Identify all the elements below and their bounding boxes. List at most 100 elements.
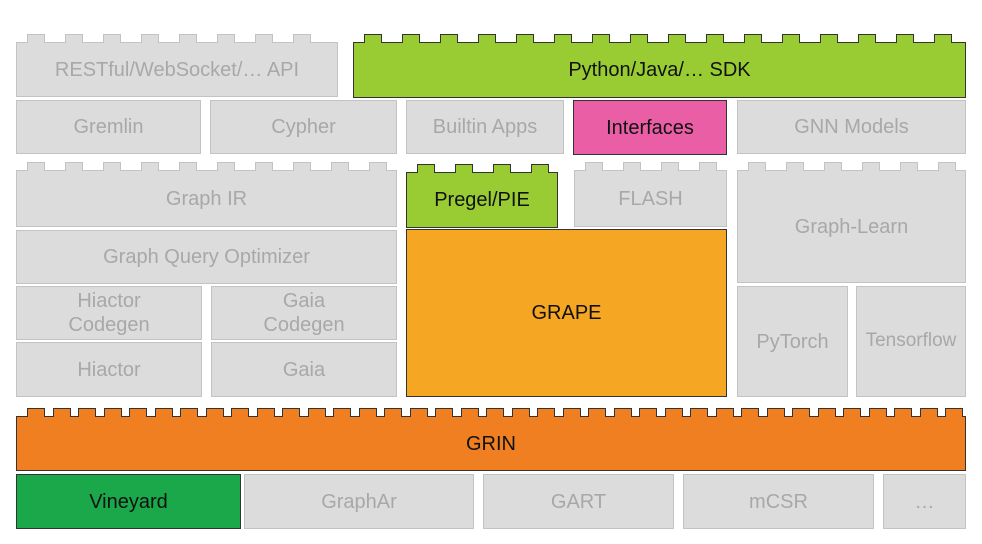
brick-stud xyxy=(900,162,918,171)
sdk-label: Python/Java/… SDK xyxy=(568,59,751,81)
brick-stud xyxy=(65,162,83,171)
brick-stud xyxy=(486,408,504,417)
more-storage-label: … xyxy=(914,490,935,513)
brick-stud xyxy=(27,408,45,417)
brick-stud xyxy=(417,164,435,173)
brick-stud xyxy=(358,408,377,417)
grape-block: GRAPE xyxy=(406,229,727,397)
brick-stud xyxy=(440,34,458,43)
graph-query-optimizer-label: Graph Query Optimizer xyxy=(103,246,310,268)
gremlin-label: Gremlin xyxy=(73,116,144,138)
gaia-codegen-label: Gaia Codegen xyxy=(263,290,345,336)
brick-stud xyxy=(588,408,606,417)
brick-studs xyxy=(575,162,726,171)
brick-stud xyxy=(690,408,708,417)
pytorch-block: PyTorch xyxy=(737,286,848,397)
brick-stud xyxy=(786,162,804,171)
brick-stud xyxy=(402,34,420,43)
hiactor-block: Hiactor xyxy=(16,342,202,397)
brick-stud xyxy=(103,162,121,171)
cypher-block: Cypher xyxy=(210,100,397,154)
brick-stud xyxy=(938,162,956,171)
interfaces-label: Interfaces xyxy=(606,116,694,139)
brick-stud xyxy=(141,34,159,43)
gnn-models-label: GNN Models xyxy=(794,116,909,138)
brick-stud xyxy=(293,162,311,171)
brick-stud xyxy=(478,34,496,43)
brick-stud xyxy=(862,162,880,171)
brick-stud xyxy=(384,408,402,417)
brick-stud xyxy=(661,162,679,171)
brick-studs xyxy=(17,408,965,417)
brick-stud xyxy=(282,408,300,417)
brick-stud xyxy=(27,162,45,171)
gremlin-block: Gremlin xyxy=(16,100,201,154)
flash-block: FLASH xyxy=(574,162,727,227)
pregel-pie-label: Pregel/PIE xyxy=(434,189,530,211)
brick-stud xyxy=(364,34,382,43)
brick-stud xyxy=(792,408,810,417)
brick-stud xyxy=(460,408,479,417)
brick-stud xyxy=(894,408,912,417)
brick-stud xyxy=(435,408,453,417)
brick-stud xyxy=(129,408,147,417)
gnn-models-block: GNN Models xyxy=(737,100,966,154)
restful-websocket-api-label: RESTful/WebSocket/… API xyxy=(54,58,300,81)
brick-stud xyxy=(554,34,572,43)
cypher-label: Cypher xyxy=(271,116,336,138)
gaia-codegen-block: Gaia Codegen xyxy=(211,286,397,340)
gart-label: GART xyxy=(550,490,607,513)
vineyard-label: Vineyard xyxy=(89,490,168,513)
brick-stud xyxy=(623,162,641,171)
brick-studs xyxy=(354,34,965,43)
gaia-label: Gaia xyxy=(282,358,326,381)
sdk-block: Python/Java/… SDK xyxy=(353,34,966,98)
grape-label: GRAPE xyxy=(531,302,602,324)
grin-block: GRIN xyxy=(16,408,966,471)
graphar-label: GraphAr xyxy=(321,490,397,513)
pytorch-label: PyTorch xyxy=(756,330,829,353)
brick-stud xyxy=(217,34,235,43)
brick-stud xyxy=(531,164,549,173)
brick-stud xyxy=(217,162,235,171)
brick-studs xyxy=(407,164,557,173)
brick-stud xyxy=(748,162,766,171)
hiactor-label: Hiactor xyxy=(77,358,141,381)
brick-stud xyxy=(516,34,534,43)
brick-stud xyxy=(307,408,326,417)
brick-stud xyxy=(919,408,938,417)
brick-stud xyxy=(180,408,198,417)
graph-query-optimizer-block: Graph Query Optimizer xyxy=(16,230,397,284)
brick-stud xyxy=(103,34,121,43)
brick-stud xyxy=(715,408,734,417)
mcsr-block: mCSR xyxy=(683,474,874,529)
mcsr-label: mCSR xyxy=(749,490,808,513)
brick-stud xyxy=(744,34,762,43)
brick-stud xyxy=(537,408,555,417)
gart-block: GART xyxy=(483,474,674,529)
brick-stud xyxy=(896,34,914,43)
brick-stud xyxy=(706,34,724,43)
builtin-apps-label: Builtin Apps xyxy=(432,116,538,138)
brick-stud xyxy=(511,408,530,417)
pregel-pie-block: Pregel/PIE xyxy=(406,164,558,228)
tensorflow-block: Tensorflow xyxy=(856,286,966,397)
graph-ir-block: Graph IR xyxy=(16,162,397,227)
brick-stud xyxy=(820,34,838,43)
more-storage-block: … xyxy=(883,474,966,529)
brick-stud xyxy=(817,408,836,417)
graph-learn-label: Graph-Learn xyxy=(794,215,909,238)
brick-stud xyxy=(78,408,96,417)
restful-websocket-api-block: RESTful/WebSocket/… API xyxy=(16,34,338,97)
vineyard-block: Vineyard xyxy=(16,474,241,529)
builtin-apps-block: Builtin Apps xyxy=(406,100,564,154)
brick-stud xyxy=(369,162,387,171)
brick-stud xyxy=(934,34,952,43)
brick-stud xyxy=(630,34,648,43)
brick-stud xyxy=(668,34,686,43)
brick-stud xyxy=(741,408,759,417)
brick-stud xyxy=(255,162,273,171)
brick-stud xyxy=(293,34,311,43)
brick-stud xyxy=(27,34,45,43)
